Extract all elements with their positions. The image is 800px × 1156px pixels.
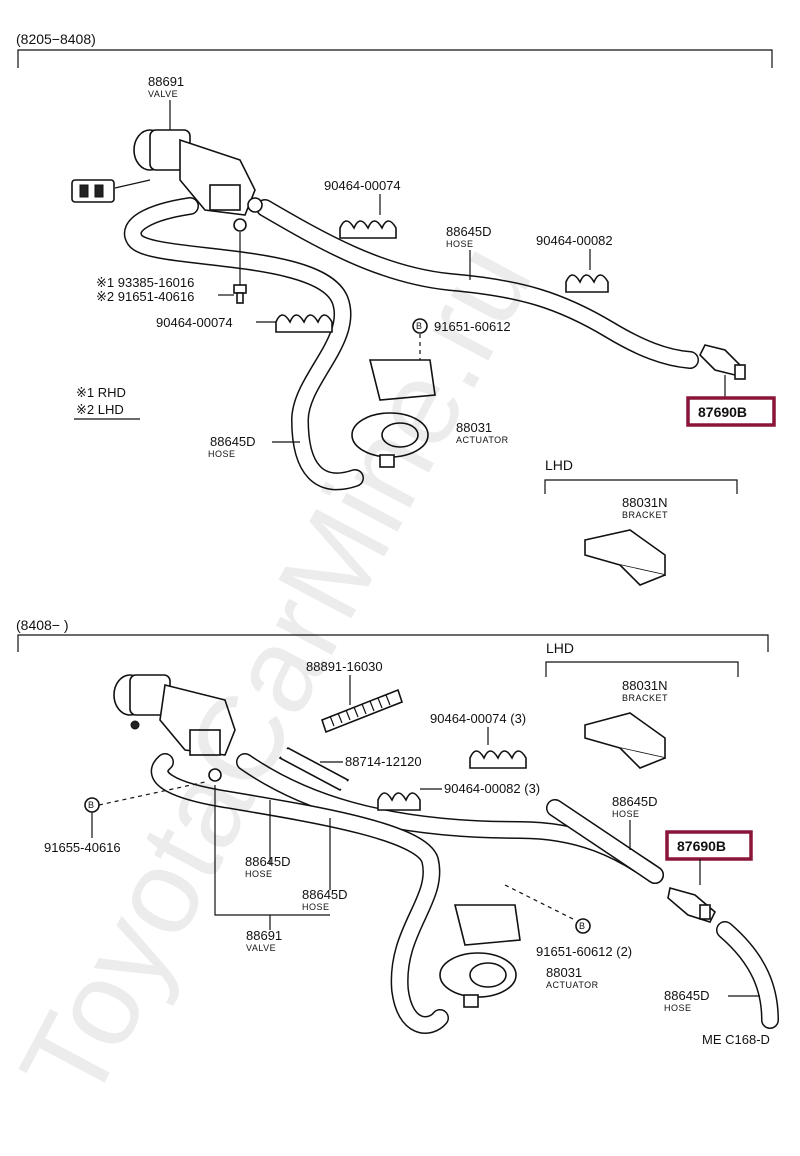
top-valve-icon <box>71 129 263 232</box>
top-highlight-box <box>686 396 776 427</box>
top-valve-number: 88691 <box>148 74 184 89</box>
top-bracket-icon <box>584 529 666 586</box>
legend-lhd: ※2 LHD <box>76 402 124 417</box>
bottom-clip2-icon <box>377 792 421 811</box>
bottom-valve-name: VALVE <box>246 943 276 953</box>
bottom-bolt2-symbol <box>575 918 591 934</box>
bottom-clip2-number: 90464-00082 (3) <box>444 781 540 796</box>
bottom-actuator-number: 88031 <box>546 965 582 980</box>
bottom-hose4-number: 88645D <box>664 988 710 1003</box>
top-3way-number: 87690B <box>698 404 747 420</box>
top-hose1-number: 88645D <box>446 224 492 239</box>
bottom-spring-number: 88891-16030 <box>306 659 383 674</box>
top-clip2-icon <box>565 274 609 293</box>
bottom-hose3-number: 88645D <box>302 887 348 902</box>
bottom-hose2-name: HOSE <box>612 809 640 819</box>
top-hose1-name: HOSE <box>446 239 474 249</box>
top-bolt-b-symbol <box>412 318 428 334</box>
bottom-sleeve-icon <box>278 746 350 792</box>
top-3way-icon <box>699 344 746 380</box>
drawing-code: ME C168-D <box>702 1032 770 1047</box>
top-clip1-number: 90464-00074 <box>324 178 401 193</box>
bottom-hose1-name: HOSE <box>245 869 273 879</box>
top-hose2-name: HOSE <box>208 449 236 459</box>
bottom-hose2-number: 88645D <box>612 794 658 809</box>
top-actuator-icon <box>351 359 436 468</box>
legend-rhd: ※1 RHD <box>76 385 126 400</box>
bottom-section: (8408− ) 88891-16030 <box>16 617 779 1047</box>
bottom-valve-icon <box>113 674 236 782</box>
top-section-bracket <box>17 49 773 68</box>
top-clip3-icon <box>275 314 333 333</box>
top-period-label: (8205−8408) <box>16 31 96 47</box>
bottom-clip1-number: 90464-00074 (3) <box>430 711 526 726</box>
bottom-3way-icon <box>667 886 716 923</box>
top-actuator-name: ACTUATOR <box>456 435 509 445</box>
bottom-valve-number: 88691 <box>246 928 282 943</box>
bottom-highlight-box <box>665 830 753 861</box>
bottom-bracket-icon <box>584 712 666 769</box>
top-valve-name: VALVE <box>148 89 178 99</box>
bottom-3way-number: 87690B <box>677 838 726 854</box>
bottom-lhd-label: LHD <box>546 640 574 656</box>
top-bolt2-number: ※2 91651-40616 <box>96 289 194 304</box>
bottom-bracket-name: BRACKET <box>622 693 668 703</box>
bottom-hose1-number: 88645D <box>245 854 291 869</box>
top-bolt1-number: ※1 93385-16016 <box>96 275 194 290</box>
bottom-actuator-icon <box>439 904 521 1008</box>
bottom-actuator-name: ACTUATOR <box>546 980 599 990</box>
top-lhd-label: LHD <box>545 457 573 473</box>
top-bolt-b-letter: B <box>416 321 423 331</box>
top-hose2-number: 88645D <box>210 434 256 449</box>
top-bracket-name: BRACKET <box>622 510 668 520</box>
top-bracket-number: 88031N <box>622 495 668 510</box>
bottom-section-bracket <box>17 634 769 652</box>
bottom-hose4-name: HOSE <box>664 1003 692 1013</box>
top-valve-bolt-icon <box>233 232 247 304</box>
bottom-bolt2-letter: B <box>579 921 586 931</box>
bottom-bolt1-number: 91655-40616 <box>44 840 121 855</box>
bottom-sleeve-number: 88714-12120 <box>345 754 422 769</box>
top-clip1-icon <box>339 220 397 239</box>
bottom-spring-icon <box>321 688 403 734</box>
bottom-clip1-icon <box>469 750 527 769</box>
bottom-hose3-name: HOSE <box>302 902 330 912</box>
top-actuator-number: 88031 <box>456 420 492 435</box>
top-clip3-number: 90464-00074 <box>156 315 233 330</box>
top-section: (8205−8408) 88691 VALVE ※1 93 <box>16 31 776 586</box>
bottom-bolt1-letter: B <box>88 800 95 810</box>
top-clip2-number: 90464-00082 <box>536 233 613 248</box>
bottom-bracket-number: 88031N <box>622 678 668 693</box>
bottom-bolt2-number: 91651-60612 (2) <box>536 944 632 959</box>
bottom-period-label: (8408− ) <box>16 617 69 633</box>
top-bolt3-number: 91651-60612 <box>434 319 511 334</box>
